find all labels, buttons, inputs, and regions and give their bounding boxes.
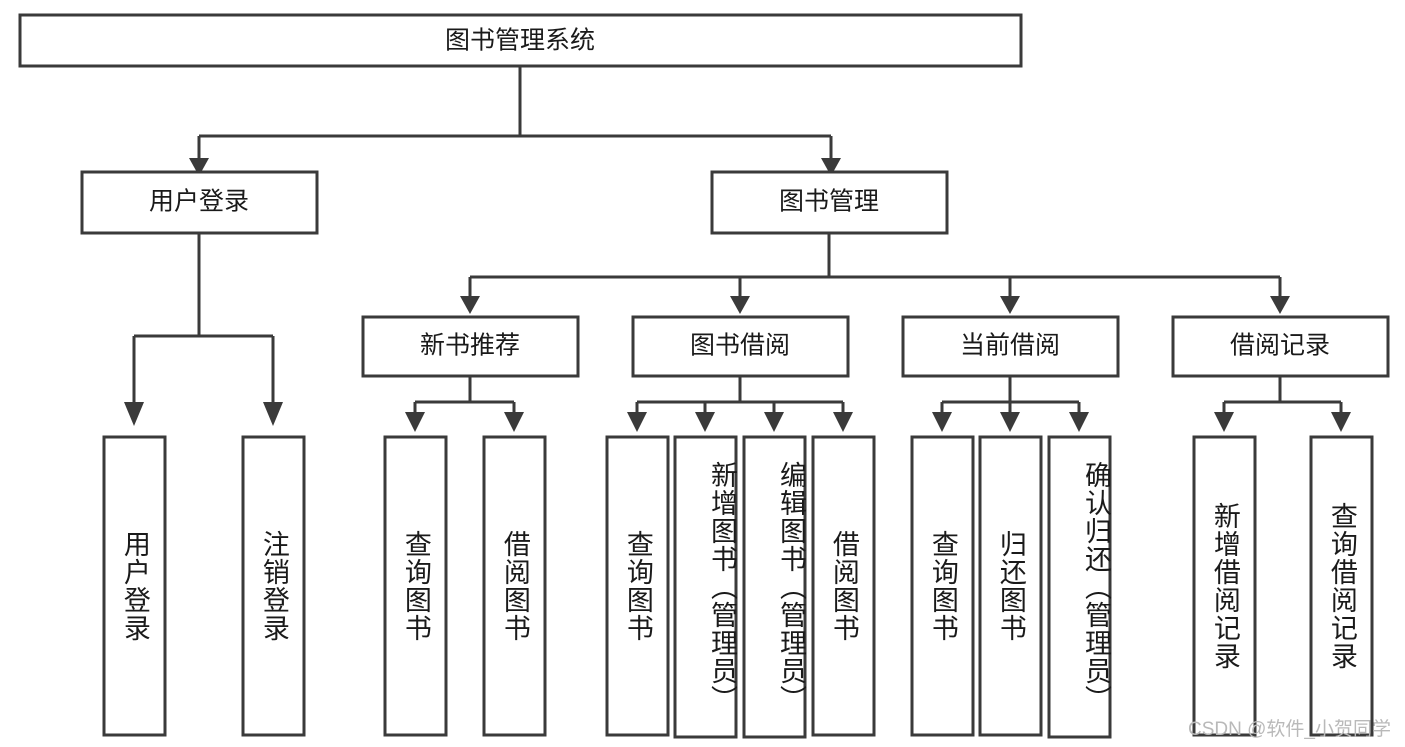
node-book-management[interactable]: 图书管理 (710, 170, 949, 235)
leaf-box-query-book-2[interactable] (605, 435, 670, 737)
connector-root-to-level2 (189, 66, 841, 176)
node-new-book-recommend-label: 新书推荐 (420, 332, 520, 360)
node-new-book-recommend[interactable]: 新书推荐 (361, 315, 580, 378)
node-book-management-label: 图书管理 (779, 188, 879, 216)
arrow-head-icon (1270, 296, 1290, 314)
arrow-head-icon (627, 412, 647, 432)
leaf-box-edit-book[interactable] (742, 435, 807, 739)
arrow-head-icon (730, 296, 750, 314)
node-borrow-record[interactable]: 借阅记录 (1171, 315, 1390, 378)
connector-newbook-to-leaves (405, 376, 524, 432)
connector-currentborrow-to-leaves (932, 376, 1089, 432)
leaf-box-query-record[interactable] (1309, 435, 1374, 737)
arrow-head-icon (821, 158, 841, 176)
arrow-head-icon (1214, 412, 1234, 432)
arrow-head-icon (460, 296, 480, 314)
arrow-head-icon (1000, 412, 1020, 432)
leaf-box-user-login[interactable] (102, 435, 167, 737)
arrow-head-icon (263, 402, 283, 426)
arrow-head-icon (764, 412, 784, 432)
node-user-login-label: 用户登录 (149, 188, 249, 216)
node-book-borrow[interactable]: 图书借阅 (631, 315, 850, 378)
node-user-login[interactable]: 用户登录 (80, 170, 319, 235)
arrow-head-icon (189, 158, 209, 176)
arrow-head-icon (405, 412, 425, 432)
arrow-head-icon (833, 412, 853, 432)
leaf-box-add-record[interactable] (1192, 435, 1257, 737)
node-borrow-record-label: 借阅记录 (1230, 332, 1330, 360)
arrow-head-icon (695, 412, 715, 432)
arrow-head-icon (1331, 412, 1351, 432)
node-current-borrow[interactable]: 当前借阅 (901, 315, 1120, 378)
node-current-borrow-label: 当前借阅 (960, 332, 1060, 360)
leaf-box-borrow-book-2[interactable] (811, 435, 876, 737)
leaf-box-return-book[interactable] (978, 435, 1043, 737)
leaf-box-user-logout[interactable] (241, 435, 306, 737)
leaf-box-borrow-book-1[interactable] (482, 435, 547, 737)
arrow-head-icon (1069, 412, 1089, 432)
connector-bookborrow-to-leaves (627, 376, 853, 432)
csdn-watermark: CSDN @软件_小贺同学 (1188, 719, 1391, 740)
leaf-box-query-book-1[interactable] (383, 435, 448, 737)
connector-userlogin-to-leaves (124, 233, 283, 426)
node-root-label: 图书管理系统 (445, 27, 595, 55)
leaf-box-add-book[interactable] (673, 435, 738, 739)
leaf-box-query-book-3[interactable] (910, 435, 975, 737)
leaf-box-confirm-return[interactable] (1047, 435, 1112, 739)
arrow-head-icon (124, 402, 144, 426)
arrow-head-icon (504, 412, 524, 432)
connector-bookmgmt-to-level3 (460, 233, 1290, 314)
node-book-borrow-label: 图书借阅 (690, 332, 790, 360)
arrow-head-icon (1000, 296, 1020, 314)
arrow-head-icon (932, 412, 952, 432)
connector-borrowrecord-to-leaves (1214, 376, 1351, 432)
node-root[interactable]: 图书管理系统 (18, 13, 1023, 68)
